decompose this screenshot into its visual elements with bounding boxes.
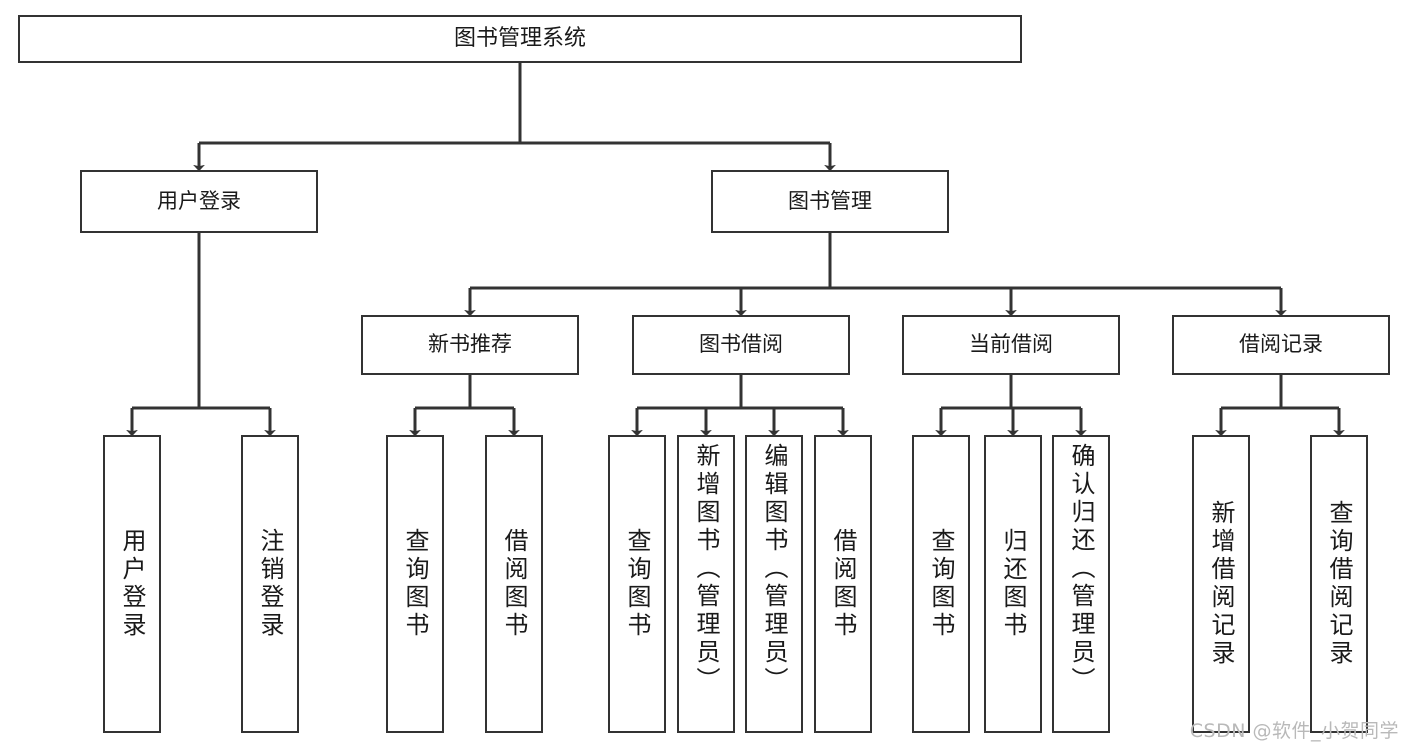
node-leaf-8[interactable]: 借阅图书 (814, 435, 872, 733)
node-label: 图书管理系统 (453, 25, 586, 51)
node-label: 归还图书 (999, 528, 1027, 640)
node-leaf-3[interactable]: 查询图书 (386, 435, 444, 733)
node-user-login[interactable]: 用户登录 (80, 170, 318, 233)
node-label: 查询图书 (401, 528, 429, 640)
node-label: 查询图书 (623, 528, 651, 640)
node-label: 用户登录 (157, 188, 241, 213)
node-leaf-12[interactable]: 新增借阅记录 (1192, 435, 1250, 733)
node-label: 当前借阅 (969, 332, 1053, 357)
node-label: 编辑图书（管理员） (760, 443, 788, 695)
node-leaf-9[interactable]: 查询图书 (912, 435, 970, 733)
node-leaf-11[interactable]: 确认归还（管理员） (1052, 435, 1110, 733)
node-book-borrow[interactable]: 图书借阅 (632, 315, 850, 375)
node-label: 新增图书（管理员） (692, 443, 720, 695)
node-label: 借阅图书 (500, 528, 528, 640)
node-label: 查询图书 (927, 528, 955, 640)
node-label: 注销登录 (256, 528, 284, 640)
node-leaf-10[interactable]: 归还图书 (984, 435, 1042, 733)
node-new-book-rec[interactable]: 新书推荐 (361, 315, 579, 375)
node-root[interactable]: 图书管理系统 (18, 15, 1022, 63)
node-cur-borrow[interactable]: 当前借阅 (902, 315, 1120, 375)
node-label: 确认归还（管理员） (1067, 443, 1095, 695)
node-label: 查询借阅记录 (1325, 500, 1353, 668)
node-borrow-rec[interactable]: 借阅记录 (1172, 315, 1390, 375)
node-label: 借阅记录 (1239, 332, 1323, 357)
node-label: 新增借阅记录 (1207, 500, 1235, 668)
node-label: 用户登录 (118, 528, 146, 640)
node-label: 图书借阅 (699, 332, 783, 357)
node-book-manage[interactable]: 图书管理 (711, 170, 949, 233)
node-leaf-6[interactable]: 新增图书（管理员） (677, 435, 735, 733)
csdn-watermark: CSDN @软件_小贺同学 (1189, 720, 1399, 742)
node-leaf-4[interactable]: 借阅图书 (485, 435, 543, 733)
node-leaf-2[interactable]: 注销登录 (241, 435, 299, 733)
node-label: 图书管理 (788, 188, 872, 213)
node-leaf-13[interactable]: 查询借阅记录 (1310, 435, 1368, 733)
node-leaf-7[interactable]: 编辑图书（管理员） (745, 435, 803, 733)
node-leaf-5[interactable]: 查询图书 (608, 435, 666, 733)
node-leaf-1[interactable]: 用户登录 (103, 435, 161, 733)
node-label: 借阅图书 (829, 528, 857, 640)
node-label: 新书推荐 (428, 332, 512, 357)
